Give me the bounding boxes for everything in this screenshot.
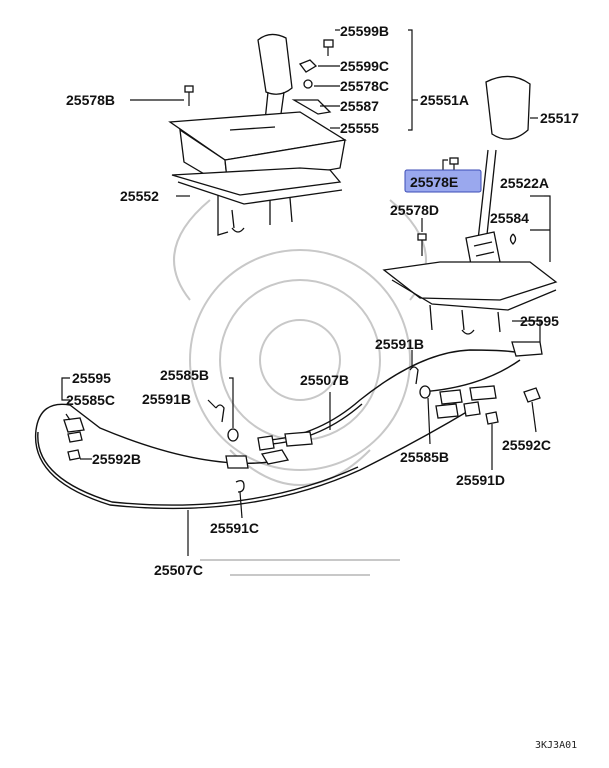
label-25517[interactable]: 25517: [540, 110, 579, 126]
cable-assembly: [34, 341, 543, 510]
shifter-assembly-right: [382, 75, 558, 335]
label-25522a[interactable]: 25522A: [500, 175, 549, 191]
label-25555[interactable]: 25555: [340, 120, 379, 136]
label-25507b[interactable]: 25507B: [300, 372, 349, 388]
label-25578d[interactable]: 25578D: [390, 202, 439, 218]
label-25591c[interactable]: 25591C: [210, 520, 259, 536]
label-25592b[interactable]: 25592B: [92, 451, 141, 467]
label-25591d[interactable]: 25591D: [456, 472, 505, 488]
label-25591b-top[interactable]: 25591B: [375, 336, 424, 352]
shifter-assembly-left: [168, 33, 347, 236]
diagram-code: 3KJ3A01: [535, 740, 577, 751]
label-25595-left[interactable]: 25595: [72, 370, 111, 386]
label-25599c[interactable]: 25599C: [340, 58, 389, 74]
label-25585c[interactable]: 25585C: [66, 392, 115, 408]
highlight-box: [404, 169, 482, 193]
label-25585b-mid[interactable]: 25585B: [160, 367, 209, 383]
label-25587[interactable]: 25587: [340, 98, 379, 114]
label-25551a[interactable]: 25551A: [420, 92, 469, 108]
label-25578e[interactable]: 25578E: [410, 174, 458, 190]
part-labels: 25599B 25599C 25578C 25587 25555 25551A …: [66, 23, 579, 578]
label-25585b-right[interactable]: 25585B: [400, 449, 449, 465]
label-25595-right[interactable]: 25595: [520, 313, 559, 329]
label-25599b[interactable]: 25599B: [340, 23, 389, 39]
label-25578c[interactable]: 25578C: [340, 78, 389, 94]
label-25591b-left[interactable]: 25591B: [142, 391, 191, 407]
label-25552[interactable]: 25552: [120, 188, 159, 204]
label-25578b[interactable]: 25578B: [66, 92, 115, 108]
label-25584[interactable]: 25584: [490, 210, 529, 226]
leader-lines: [61, 29, 551, 556]
label-25592c[interactable]: 25592C: [502, 437, 551, 453]
label-25507c[interactable]: 25507C: [154, 562, 203, 578]
